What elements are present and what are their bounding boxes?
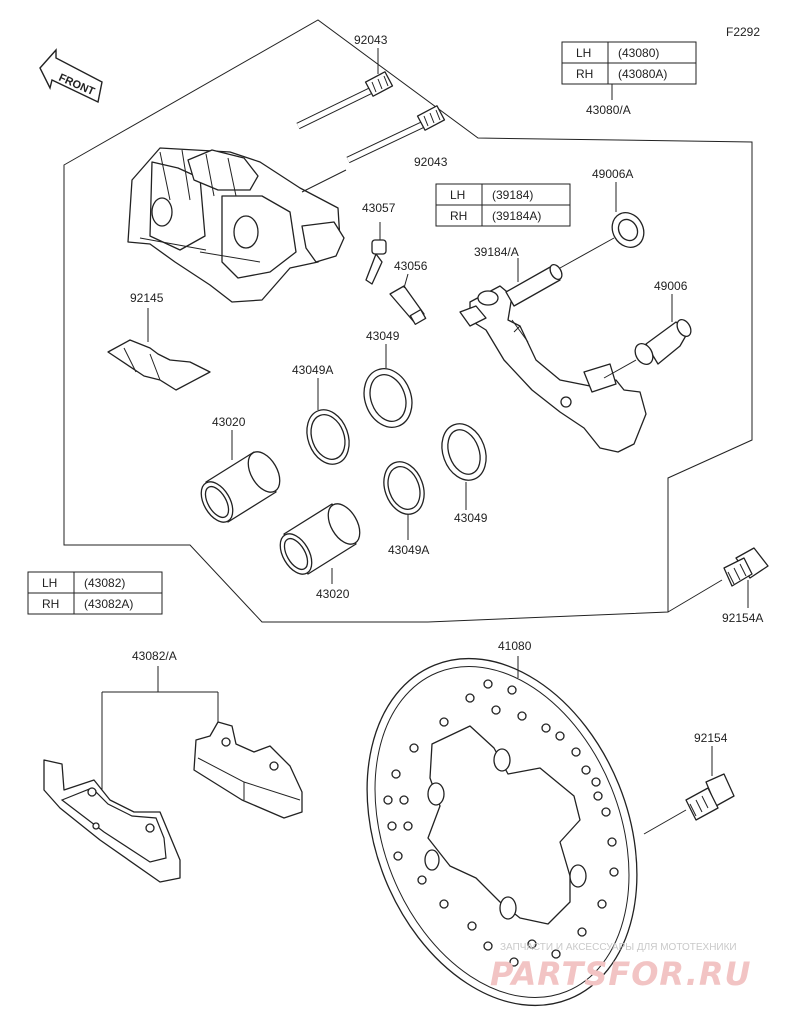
table-39184-side-lh: LH	[450, 188, 465, 202]
watermark-brand: PARTSFOR.RU	[490, 955, 751, 993]
figure-code: F2292	[726, 25, 760, 39]
bolt-92154	[685, 773, 735, 821]
label-43056: 43056	[394, 259, 428, 273]
piston-43020-upper	[200, 451, 281, 523]
seal-43049-upper	[363, 368, 413, 428]
table-43082-side-rh: RH	[42, 597, 59, 611]
label-39184: 39184/A	[474, 245, 519, 259]
table-43082-part-rh: (43082A)	[84, 597, 133, 611]
pad-spring-92145	[107, 339, 211, 391]
leader-boot-pin	[559, 237, 615, 269]
label-43057: 43057	[362, 201, 396, 215]
label-49006: 49006	[654, 279, 688, 293]
label-49006a: 49006A	[592, 167, 633, 181]
table-43080-part-lh: (43080)	[618, 46, 659, 60]
table-43080-part-rh: (43080A)	[618, 67, 667, 81]
label-43049-lower: 43049	[454, 511, 488, 525]
label-43082: 43082/A	[132, 649, 177, 663]
table-43082-side-lh: LH	[42, 576, 57, 590]
dust-boot-49006a	[611, 212, 645, 248]
leader-43082	[101, 666, 219, 790]
label-43049-upper: 43049	[366, 329, 400, 343]
label-43020-lower: 43020	[316, 587, 350, 601]
piston-43020-lower	[279, 503, 361, 575]
label-92154a: 92154A	[722, 611, 763, 625]
leader-43056	[403, 273, 409, 289]
label-92154: 92154	[694, 731, 728, 745]
caliper-assembly-boundary	[63, 19, 753, 623]
caliper-bracket-39184	[459, 263, 647, 453]
table-43080-side-rh: RH	[576, 67, 593, 81]
seal-43049-lower	[441, 423, 487, 481]
disc-holes	[383, 679, 619, 967]
brake-pad-right	[193, 721, 303, 819]
pin-92043-upper	[296, 71, 394, 130]
seal-43049a-upper	[306, 409, 350, 465]
dust-boot-49006	[634, 318, 692, 365]
label-41080: 41080	[498, 639, 532, 653]
table-43082-part-lh: (43082)	[84, 576, 125, 590]
label-92145: 92145	[130, 291, 164, 305]
table-39184-part-rh: (39184A)	[492, 209, 541, 223]
table-43080: LH (43080) RH (43080A)	[561, 41, 697, 85]
seal-43049a-lower	[383, 461, 425, 515]
bleeder-cap-43057	[365, 239, 387, 285]
caliper-body	[127, 147, 345, 303]
leader-boot-bracket	[603, 359, 637, 379]
pin-92043-lower	[346, 105, 446, 164]
leader-92154-to-disc	[643, 809, 687, 835]
label-92043-lower: 92043	[414, 155, 448, 169]
table-39184: LH (39184) RH (39184A)	[435, 183, 571, 227]
bleeder-valve-43056	[389, 285, 427, 325]
table-43080-side-lh: LH	[576, 46, 591, 60]
leader-92154a-to-bolt	[667, 579, 723, 613]
label-43049a-lower: 43049A	[388, 543, 429, 557]
label-43049a-upper: 43049A	[292, 363, 333, 377]
front-arrow-icon: FRONT	[39, 48, 103, 104]
bolt-92154a	[723, 547, 769, 587]
table-39184-side-rh: RH	[450, 209, 467, 223]
label-43020-upper: 43020	[212, 415, 246, 429]
table-39184-part-lh: (39184)	[492, 188, 533, 202]
label-43080: 43080/A	[586, 103, 631, 117]
leader-pin-caliper	[301, 169, 347, 193]
table-43082: LH (43082) RH (43082A)	[27, 571, 163, 615]
brake-pad-left	[43, 759, 181, 883]
watermark-subtitle: ЗАПЧАСТИ И АКСЕССУАРЫ ДЛЯ МОТОТЕХНИКИ	[500, 942, 737, 953]
label-92043-upper: 92043	[354, 33, 388, 47]
brake-disc-41080	[366, 657, 638, 1007]
